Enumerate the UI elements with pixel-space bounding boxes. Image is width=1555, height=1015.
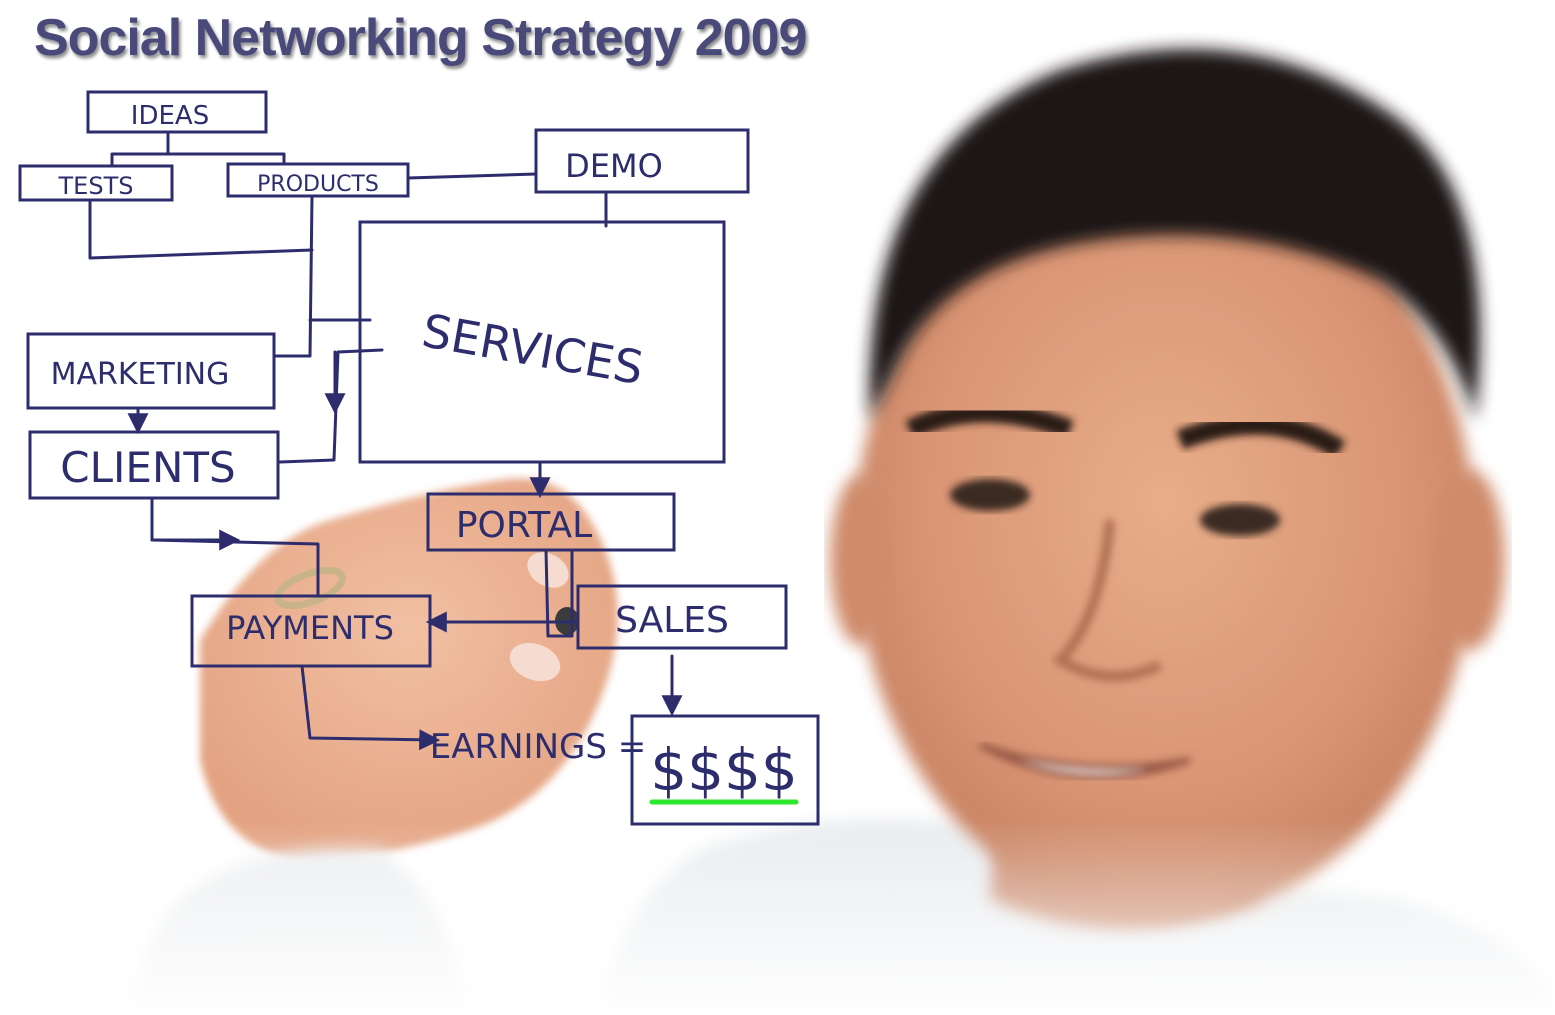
node-label-money: $$$$ [650,736,798,804]
edge-portal-sales [544,548,574,638]
node-box-products [226,162,410,198]
face [855,160,1475,920]
edge-clients-payments [150,496,320,598]
node-marketing: MARKETING [26,332,276,410]
node-label-clients: CLIENTS [60,443,235,492]
edge-payments-earnings [300,664,441,751]
node-box-portal [426,492,676,552]
right-eye [1200,504,1280,536]
node-services: SERVICES [358,220,726,464]
node-box-marketing [26,332,276,410]
node-earnings: EARNINGS = [430,727,646,767]
mouth [978,742,1192,780]
edge-services-clients [278,348,384,464]
left-eye [950,479,1030,511]
node-box-demo [534,128,750,194]
node-label-services: SERVICES [418,303,647,395]
node-label-tests: TESTS [58,172,134,200]
node-box-sales [576,584,788,650]
edge-products-marketing [272,194,314,358]
node-products: PRODUCTS [226,162,410,198]
left-ear [830,475,890,645]
node-label-marketing: MARKETING [51,357,230,392]
hair [869,48,1480,421]
node-label-products: PRODUCTS [257,172,379,197]
node-money: $$$$ [630,714,820,826]
node-portal: PORTAL [426,492,676,552]
nodes-group: IDEAS TESTS PRODUCTS DEMO SERVICES MARKETING C… [18,90,820,826]
edge-ideas-split [110,130,286,168]
right-ear [1435,470,1505,650]
node-payments: PAYMENTS [190,594,432,668]
node-label-earnings: EARNINGS = [430,727,646,767]
node-box-services [358,220,726,464]
node-clients: CLIENTS [28,430,280,500]
edge-tests-products [88,198,314,260]
node-label-ideas: IDEAS [131,101,209,131]
node-demo: DEMO [534,128,750,194]
edge-products-demo [406,172,538,180]
node-tests: TESTS [18,164,174,202]
node-box-tests [18,164,174,202]
page-title: Social Networking Strategy 2009 [34,9,807,67]
fingernail [527,552,569,588]
bottom-fade [0,820,1555,1015]
node-label-sales: SALES [615,600,729,641]
node-label-portal: PORTAL [456,505,592,546]
ring [274,566,346,610]
node-box-ideas [86,90,268,134]
node-box-clients [28,430,280,500]
node-label-payments: PAYMENTS [226,609,394,647]
node-sales: SALES [576,584,788,650]
left-eyebrow [905,402,1074,440]
node-ideas: IDEAS [86,90,268,134]
node-label-demo: DEMO [565,147,663,185]
nose [1051,519,1163,682]
node-box-payments [190,594,432,668]
right-eyebrow [1176,414,1346,459]
node-box-money [630,714,820,826]
fingernail [509,642,561,682]
